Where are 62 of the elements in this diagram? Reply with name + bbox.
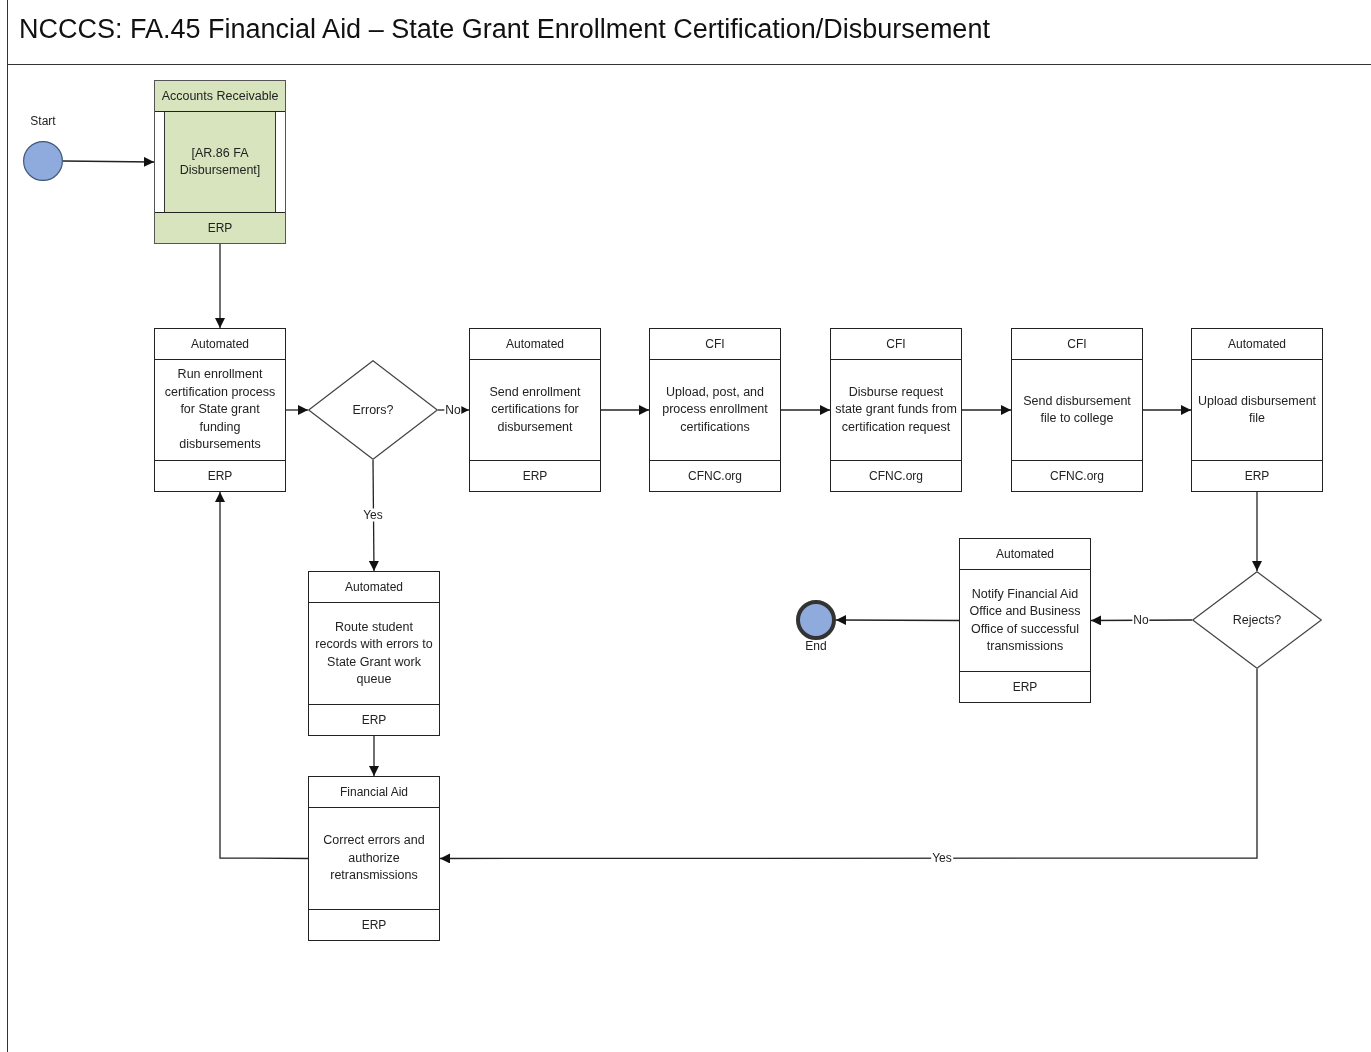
process-box [1011, 328, 1143, 492]
process-box [1191, 328, 1323, 492]
process-box [308, 571, 440, 736]
system-label: ERP [155, 460, 285, 491]
system-label: CFNC.org [650, 460, 780, 491]
system-label: ERP [309, 909, 439, 940]
role-label: Financial Aid [309, 777, 439, 808]
role-label: Automated [960, 539, 1090, 570]
role-label: CFI [831, 329, 961, 360]
role-label: Automated [309, 572, 439, 603]
arrow [1090, 615, 1193, 626]
task-text: Upload disbursement file [1196, 392, 1318, 427]
arrow [780, 405, 831, 415]
edge-label: No [1132, 613, 1150, 627]
event-label: Start [30, 114, 56, 128]
task-text: Route student records with errors to State Grant work queue [314, 618, 434, 688]
diagram-title: NCCCS: FA.45 Financial Aid – State Grant Enrollment Certification/Disbursement [19, 14, 990, 45]
task-text: Correct errors and authorize retransmissions [322, 832, 426, 885]
role-label: CFI [650, 329, 780, 360]
arrow [600, 405, 650, 415]
task-text: [AR.86 FA Disbursement] [164, 112, 276, 212]
arrow [215, 491, 309, 860]
task-text: Send enrollment certifications for disbursement [488, 383, 582, 436]
arrow [961, 405, 1012, 415]
task-text: Upload, post, and process enrollment certifications [661, 383, 769, 436]
system-label: CFNC.org [1012, 460, 1142, 491]
edge-label: Yes [931, 851, 953, 865]
process-box [469, 328, 601, 492]
edge-label: No [444, 403, 462, 417]
role-label: Automated [155, 329, 285, 360]
system-label: ERP [470, 460, 600, 491]
arrow [835, 615, 960, 626]
process-box [959, 538, 1091, 703]
arrow [215, 243, 225, 329]
task-text: Disburse request state grant funds from certification request [834, 383, 958, 436]
system-label: ERP [1192, 460, 1322, 491]
role-label: CFI [1012, 329, 1142, 360]
decision-text: Rejects? [1232, 613, 1282, 627]
arrow [369, 735, 379, 777]
system-label: ERP [155, 212, 285, 243]
role-label: Automated [1192, 329, 1322, 360]
arrow [368, 459, 379, 572]
arrow [439, 668, 1258, 864]
role-label: Automated [470, 329, 600, 360]
task-text: Send disbursement file to college [1022, 392, 1132, 427]
task-text: Run enrollment certification process for State grant funding disbursements [163, 366, 277, 454]
process-box [154, 328, 286, 492]
task-text: Notify Financial Aid Office and Business Office of successful transmissions [968, 585, 1082, 655]
process-box [308, 776, 440, 941]
arrow [1142, 405, 1192, 415]
subprocess-box [154, 80, 286, 244]
arrow [285, 405, 309, 415]
system-label: ERP [960, 671, 1090, 702]
arrow [1252, 491, 1262, 572]
event-label: End [805, 639, 827, 653]
edge-label: Yes [362, 508, 384, 522]
system-label: CFNC.org [831, 460, 961, 491]
process-box [830, 328, 962, 492]
process-box [649, 328, 781, 492]
arrow [62, 156, 155, 167]
decision-text: Errors? [352, 403, 394, 417]
system-label: ERP [309, 704, 439, 735]
